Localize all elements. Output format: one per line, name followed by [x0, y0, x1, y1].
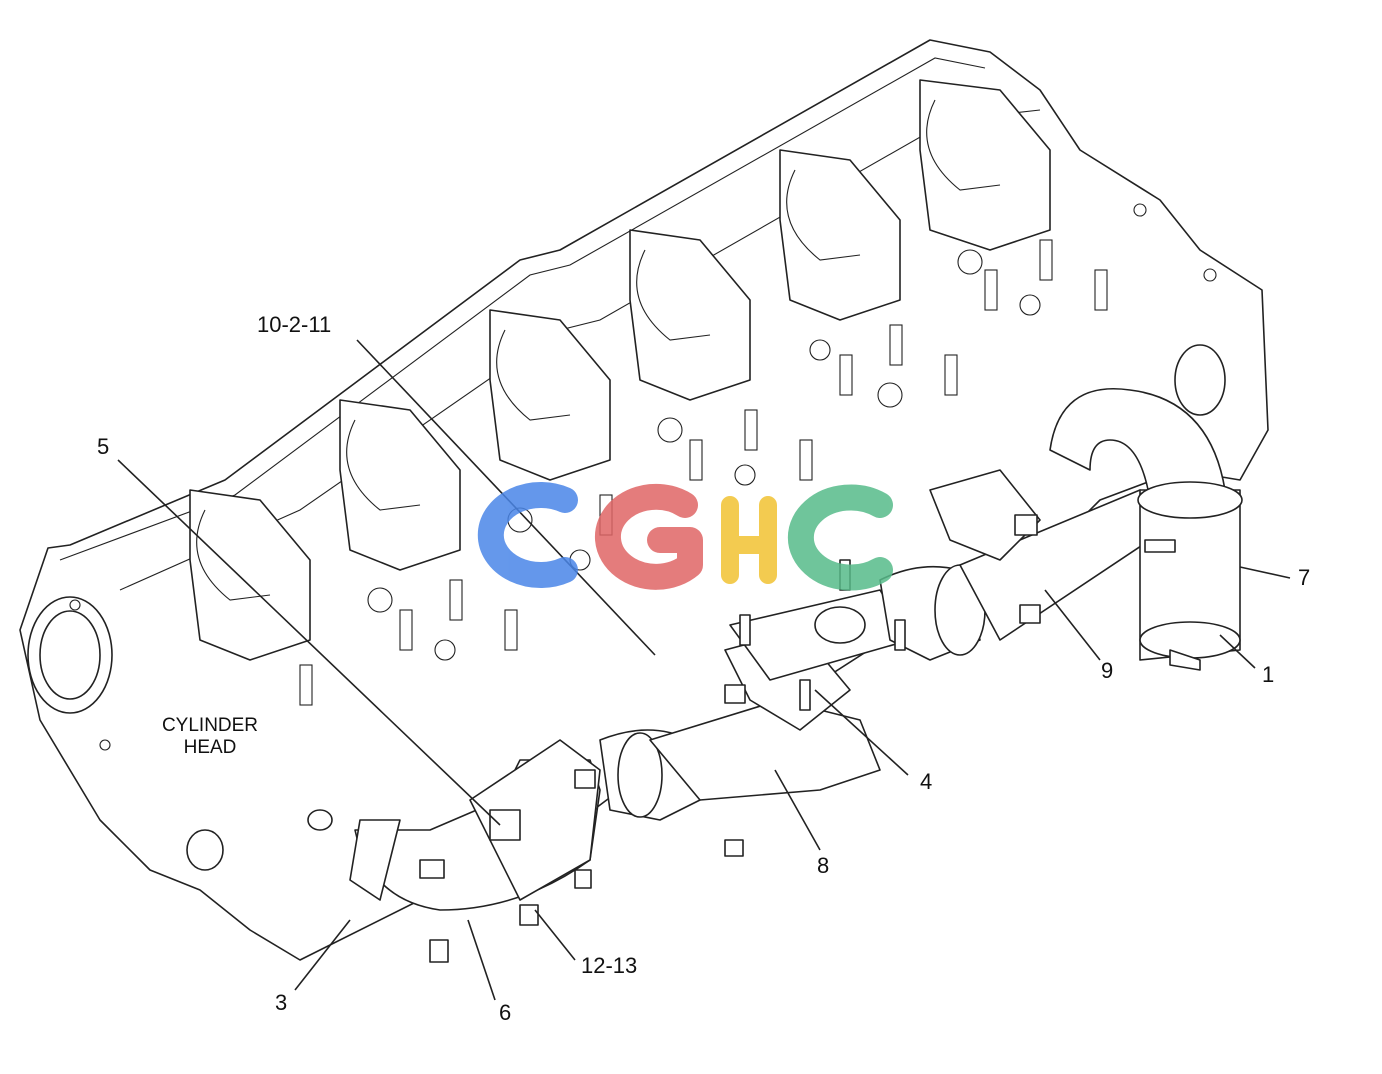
callout-12-13: 12-13 [581, 953, 638, 978]
callout-5: 5 [97, 434, 110, 459]
watermark-letter-c [787, 484, 893, 591]
watermark-letter-h [721, 496, 777, 584]
leader-4 [814, 689, 909, 776]
leader-12-13 [534, 909, 576, 961]
cylinder-head-label: CYLINDER HEAD [150, 715, 270, 759]
callout-9: 9 [1101, 658, 1114, 683]
leader-7 [1239, 566, 1291, 579]
leader-8 [774, 769, 821, 851]
watermark-logo [477, 482, 893, 591]
leader-5 [117, 459, 501, 826]
leader-3 [294, 919, 351, 991]
callout-3: 3 [275, 990, 288, 1015]
leader-1 [1219, 634, 1256, 669]
watermark-letter-c [477, 482, 578, 588]
callout-4: 4 [920, 769, 933, 794]
callout-7: 7 [1298, 565, 1311, 590]
leader-9 [1044, 589, 1101, 661]
leader-6 [467, 919, 496, 1001]
callout-6: 6 [499, 1000, 512, 1025]
cylinder-head-label-line2: HEAD [183, 737, 237, 758]
callout-8: 8 [817, 853, 830, 878]
callout-1: 1 [1262, 662, 1275, 687]
callout-10-2-11: 10-2-11 [257, 312, 332, 337]
watermark-letter-g [594, 483, 703, 590]
exhaust-manifold [349, 388, 1243, 963]
cylinder-head-label-line1: CYLINDER [161, 715, 259, 736]
